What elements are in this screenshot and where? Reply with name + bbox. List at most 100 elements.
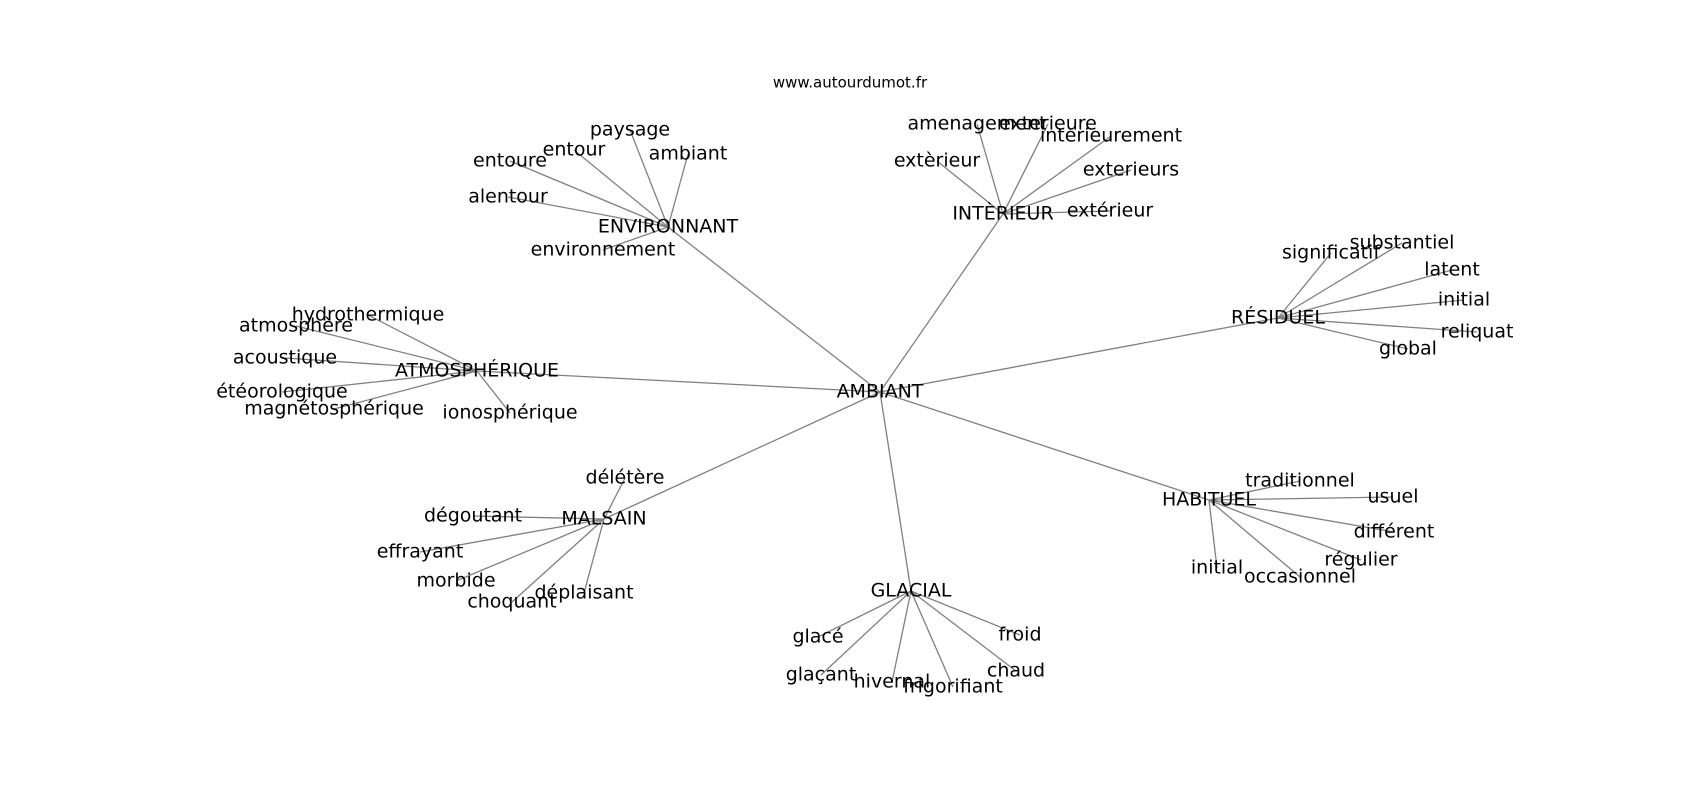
group-node-label: MALSAIN	[561, 508, 646, 530]
edge-line	[1208, 499, 1301, 578]
edge-line	[1277, 299, 1465, 319]
group-node-label: ENVIRONNANT	[598, 216, 739, 238]
edge-line	[820, 590, 912, 676]
leaf-node-label: atmosphère	[239, 315, 353, 337]
edge-line	[667, 226, 881, 393]
edge-line	[879, 391, 1210, 501]
edge-line	[1002, 135, 1112, 215]
edge-line	[367, 314, 478, 372]
leaf-node-label: hivernal	[854, 671, 931, 693]
source-url: www.autourdumot.fr	[773, 74, 928, 92]
edge-line	[817, 590, 912, 638]
leaf-node-label: glaçant	[786, 664, 857, 686]
edge-line	[976, 123, 1004, 215]
edge-line	[472, 515, 605, 520]
leaf-node-label: environnement	[531, 239, 676, 261]
leaf-node-label: froid	[998, 624, 1041, 646]
leaf-node-label: effrayant	[377, 541, 464, 563]
leaf-node-label: régulier	[1324, 549, 1397, 571]
leaf-node-label: latent	[1424, 259, 1480, 281]
leaf-node-label: usuel	[1368, 486, 1419, 508]
leaf-node-label: entoure	[473, 150, 547, 172]
leaf-node-label: traditionnel	[1245, 470, 1355, 492]
edge-line	[1277, 317, 1409, 350]
edge-line	[511, 518, 605, 603]
edge-line	[1277, 252, 1332, 319]
group-node-label: GLACIAL	[871, 580, 952, 602]
leaf-node-label: morbide	[416, 570, 495, 592]
edge-line	[603, 391, 881, 520]
leaf-node-label: frigorifiant	[903, 676, 1003, 698]
leaf-node-label: acoustique	[233, 347, 337, 369]
edge-line	[476, 370, 511, 414]
edge-line	[507, 196, 669, 228]
edge-line	[1277, 242, 1403, 319]
group-node-label: RÉSIDUEL	[1231, 306, 1325, 329]
edge-line	[879, 213, 1004, 393]
leaf-node-label: reliquat	[1441, 321, 1514, 343]
edge-line	[455, 518, 605, 582]
edge-line	[667, 153, 689, 228]
leaf-node-label: ambiant	[649, 143, 728, 165]
edge-line	[333, 370, 478, 410]
edge-line	[1277, 269, 1453, 319]
edge-line	[910, 590, 1017, 672]
edge-line	[419, 518, 605, 553]
leaf-node-label: choquant	[467, 591, 556, 613]
leaf-node-label: paysage	[590, 119, 670, 141]
leaf-node-label: entour	[543, 139, 606, 161]
leaf-node-label: extérieur	[1067, 200, 1154, 222]
edge-line	[1277, 317, 1478, 333]
edge-line	[879, 391, 912, 592]
edge-line	[910, 590, 1021, 636]
edge-line	[1208, 496, 1394, 501]
leaf-node-label: hydrothermique	[292, 304, 445, 326]
edge-line	[602, 226, 669, 251]
leaf-node-label: chaud	[987, 660, 1045, 682]
edge-line	[1002, 210, 1111, 215]
edge-line	[1002, 169, 1132, 215]
leaf-node-label: global	[1379, 338, 1437, 360]
edge-line	[509, 160, 669, 228]
edge-line	[573, 149, 669, 228]
leaf-node-label: exterieurs	[1083, 159, 1179, 181]
leaf-node-label: glacé	[792, 626, 843, 648]
edge-line	[936, 160, 1004, 215]
edge-line	[1208, 499, 1362, 561]
edge-line	[1208, 480, 1301, 501]
edge-layer	[281, 123, 1478, 688]
leaf-node-label: déplaisant	[534, 582, 633, 604]
edge-line	[879, 317, 1279, 393]
edge-line	[295, 325, 478, 372]
edge-line	[281, 370, 478, 393]
leaf-node-label: substantiel	[1350, 232, 1455, 254]
leaf-node-label: initial	[1191, 557, 1243, 579]
leaf-node-label: délétère	[586, 467, 665, 489]
leaf-node-label: magnétosphérique	[244, 398, 424, 420]
leaf-node-label: ionosphérique	[442, 402, 577, 424]
edge-line	[1208, 499, 1218, 569]
edge-line	[284, 357, 478, 372]
edge-line	[629, 129, 669, 228]
leaf-node-label: étéorologique	[216, 381, 348, 403]
edge-line	[583, 518, 605, 594]
edge-line	[603, 477, 626, 520]
leaf-node-label: exterieure	[999, 113, 1097, 135]
leaf-node-label: occasionnel	[1244, 566, 1356, 588]
leaf-node-label: amenagement	[908, 113, 1047, 135]
leaf-node-label: dégoutant	[424, 505, 522, 527]
leaf-node-label: interieurement	[1040, 125, 1182, 147]
center-node-label: AMBIANT	[837, 381, 924, 403]
leaf-node-label: significatif	[1282, 242, 1381, 264]
leaf-node-label: initial	[1438, 289, 1490, 311]
leaf-node-label: alentour	[468, 186, 548, 208]
label-layer: www.autourdumot.fr AMBIANT ENVIRONNANT pay…	[216, 74, 1513, 698]
edge-line	[1002, 123, 1049, 215]
edge-line	[476, 370, 881, 393]
group-node-label: HABITUEL	[1162, 489, 1256, 511]
edge-line	[1208, 499, 1395, 533]
group-node-label: ATMOSPHÉRIQUE	[395, 359, 559, 382]
leaf-node-label: extèrieur	[894, 150, 981, 172]
